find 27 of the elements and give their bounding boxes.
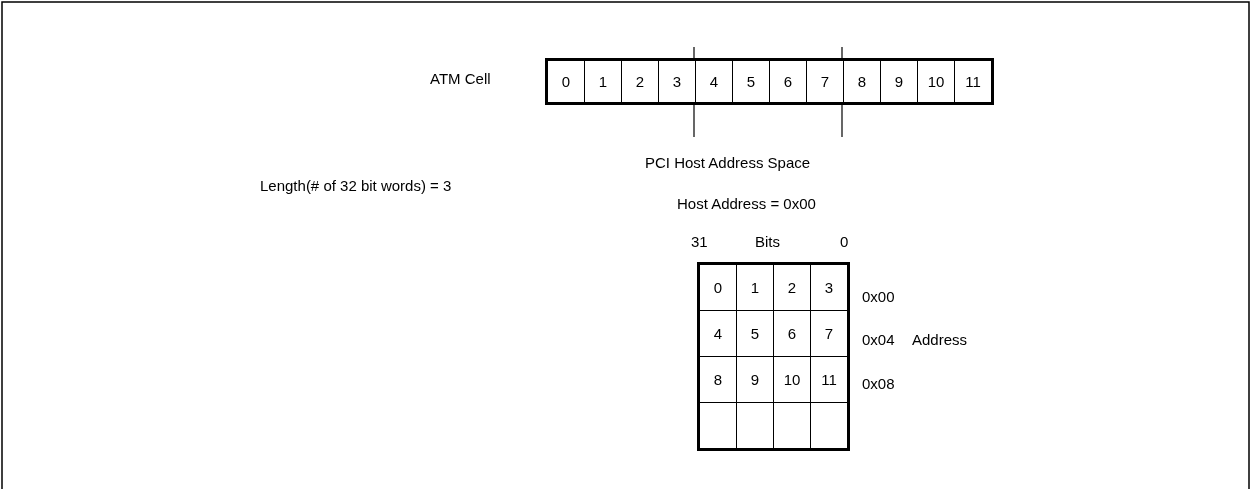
byte-cell: 1 <box>584 60 622 103</box>
byte-cell: 9 <box>880 60 918 103</box>
atm-cell-strip <box>545 58 994 105</box>
row-label: ATM Cell <box>430 70 491 87</box>
address-value: 0x00 <box>862 288 895 305</box>
address-value: 0x08 <box>862 375 895 392</box>
byte-cell: 11 <box>954 60 992 103</box>
address-value: 0x04 <box>862 331 895 348</box>
length-note: Length(# of 32 bit words) = 3 <box>260 177 452 194</box>
section-title: PCI Host Address Space <box>645 154 811 171</box>
bit-number: 0 <box>840 233 849 250</box>
bit-number: 31 <box>691 233 708 250</box>
byte-cell: 3 <box>658 60 696 103</box>
byte-cell: 10 <box>917 60 955 103</box>
byte-cell: 8 <box>843 60 881 103</box>
byte-cell: 3 <box>810 264 848 311</box>
byte-cell: 6 <box>769 60 807 103</box>
axis-label: Bits <box>755 233 780 250</box>
axis-label: Address <box>912 331 968 348</box>
byte-cell: 0 <box>547 60 585 103</box>
address-label: Host Address = 0x00 <box>677 195 816 212</box>
byte-cell: 2 <box>621 60 659 103</box>
memory-grid <box>697 262 850 451</box>
byte-cell: 7 <box>806 60 844 103</box>
byte-cell: 4 <box>695 60 733 103</box>
byte-cell: 0 <box>699 264 737 311</box>
byte-cell: 5 <box>732 60 770 103</box>
